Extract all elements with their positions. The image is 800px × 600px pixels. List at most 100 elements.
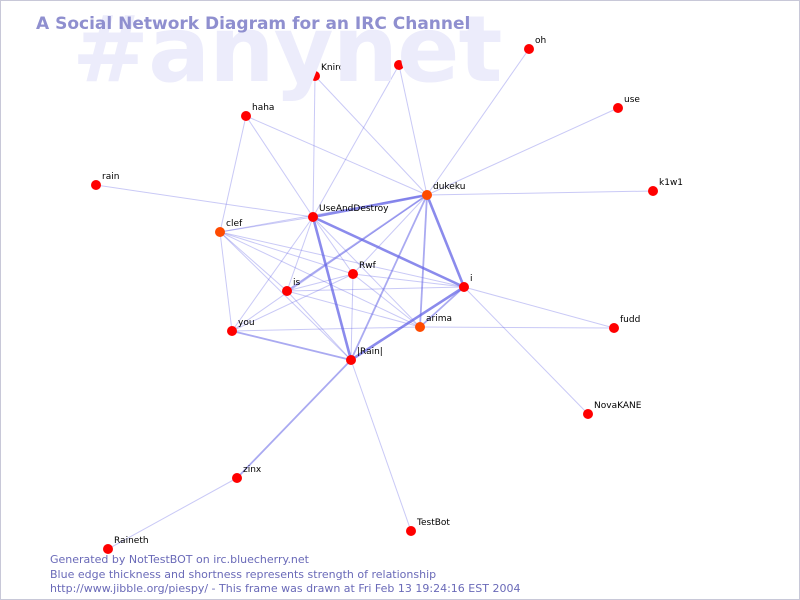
node-dot-zinx <box>232 473 242 483</box>
edge-clef-is <box>219 231 288 292</box>
footer-source-url: http://www.jibble.org/piespy/ - This fra… <box>50 582 521 595</box>
node-label-fudd: fudd <box>620 315 640 325</box>
node-rain: |Rain| <box>346 347 383 365</box>
node-label-rwf: Rwf <box>359 261 377 271</box>
node-dot-rwf <box>348 269 358 279</box>
edge-useanddestroy-rain <box>311 216 353 361</box>
node-use: use <box>613 95 640 113</box>
node-label-i: i <box>470 274 473 284</box>
edge-clef-haha <box>219 115 247 233</box>
node-dot-k1w1 <box>648 186 658 196</box>
edge-i-is <box>286 286 465 292</box>
node-label-k1w1: k1w1 <box>659 178 683 188</box>
node-knirch: Knirch <box>310 63 349 81</box>
edge-dukeku-knirch <box>314 75 428 196</box>
node-dot-dukeku <box>422 190 432 200</box>
edge-rwf-i <box>352 273 465 288</box>
node-dot-haha <box>241 111 251 121</box>
edge-rwf-rain <box>350 273 354 361</box>
edge-layer <box>95 48 654 550</box>
node-label-clef: clef <box>226 219 243 229</box>
footer-legend-note: Blue edge thickness and shortness repres… <box>50 567 437 581</box>
node-label-novakane: NovaKANE <box>594 401 642 411</box>
edge-useanddestroy-is <box>286 216 314 292</box>
node-dot-is <box>282 286 292 296</box>
edge-useanddestroy-knirch <box>312 75 316 218</box>
edge-useanddestroy-arima <box>312 216 421 328</box>
node-rwf: Rwf <box>348 261 377 279</box>
edge-zinx-raineth <box>107 477 238 550</box>
edge-clef-arima <box>219 231 421 328</box>
node-useanddestroy: UseAndDestroy <box>308 204 389 222</box>
node-label-zinx: zinx <box>243 465 262 475</box>
edge-rwf-is <box>286 273 354 292</box>
node-dot-novakane <box>583 409 593 419</box>
node-haha: haha <box>241 103 274 121</box>
node-dot-oh <box>524 44 534 54</box>
edge-arima-fudd <box>419 326 615 329</box>
node-label-oh: oh <box>535 36 546 46</box>
edge-is-arima <box>286 290 421 328</box>
node-dot-rain <box>91 180 101 190</box>
edge-i-novakane <box>463 286 589 415</box>
edge-useanddestroy-meh <box>312 64 400 218</box>
node-fudd: fudd <box>609 315 640 333</box>
edge-dukeku-haha <box>245 115 428 196</box>
edge-useanddestroy-rain <box>95 184 314 218</box>
node-raineth: Raineth <box>103 536 149 554</box>
node-novakane: NovaKANE <box>583 401 642 419</box>
edge-clef-rain <box>219 231 352 361</box>
edge-dukeku-you <box>231 194 428 332</box>
node-label-testbot: TestBot <box>416 518 450 528</box>
node-dot-rain <box>346 355 356 365</box>
node-i: i <box>459 274 473 292</box>
edge-dukeku-is <box>286 194 428 292</box>
node-dot-arima <box>415 322 425 332</box>
node-dot-fudd <box>609 323 619 333</box>
edge-useanddestroy-rwf <box>312 216 354 275</box>
node-label-you: you <box>238 318 255 328</box>
edge-rain-testbot <box>350 359 412 532</box>
node-dot-i <box>459 282 469 292</box>
node-label-rain: |Rain| <box>357 347 383 357</box>
edge-dukeku-k1w1 <box>426 190 654 196</box>
node-dot-useanddestroy <box>308 212 318 222</box>
node-label-arima: arima <box>426 314 452 324</box>
node-k1w1: k1w1 <box>648 178 683 196</box>
node-dot-clef <box>215 227 225 237</box>
node-clef: clef <box>215 219 243 237</box>
edge-i-arima <box>419 286 465 328</box>
node-is: is <box>282 278 301 296</box>
node-testbot: TestBot <box>406 518 450 536</box>
node-label-rain: rain <box>102 172 119 182</box>
node-dukeku: dukeku <box>422 182 465 200</box>
edge-is-rain <box>286 290 352 361</box>
page-title: A Social Network Diagram for an IRC Chan… <box>36 14 471 34</box>
node-meh: meh <box>394 52 425 70</box>
edge-dukeku-arima <box>419 194 428 328</box>
node-label-useanddestroy: UseAndDestroy <box>319 204 389 214</box>
node-oh: oh <box>524 36 546 54</box>
edge-rwf-arima <box>352 273 421 328</box>
node-label-use: use <box>624 95 640 105</box>
node-label-knirch: Knirch <box>321 63 349 73</box>
node-label-raineth: Raineth <box>114 536 149 546</box>
edge-dukeku-rwf <box>352 194 428 275</box>
edge-i-rain <box>350 285 465 362</box>
edge-useanddestroy-clef <box>219 216 314 233</box>
node-label-dukeku: dukeku <box>433 182 465 192</box>
node-label-meh: meh <box>405 52 425 62</box>
node-dot-you <box>227 326 237 336</box>
footer: Generated by NotTestBOT on irc.bluecherr… <box>50 553 520 597</box>
node-rain: rain <box>91 172 119 190</box>
edge-clef-rwf <box>219 231 354 275</box>
edge-useanddestroy-i <box>312 215 465 289</box>
edge-useanddestroy-you <box>231 216 314 332</box>
node-you: you <box>227 318 255 336</box>
node-dot-raineth <box>103 544 113 554</box>
node-dot-meh <box>394 60 404 70</box>
edge-dukeku-oh <box>426 48 530 196</box>
edge-clef-you <box>219 231 233 332</box>
